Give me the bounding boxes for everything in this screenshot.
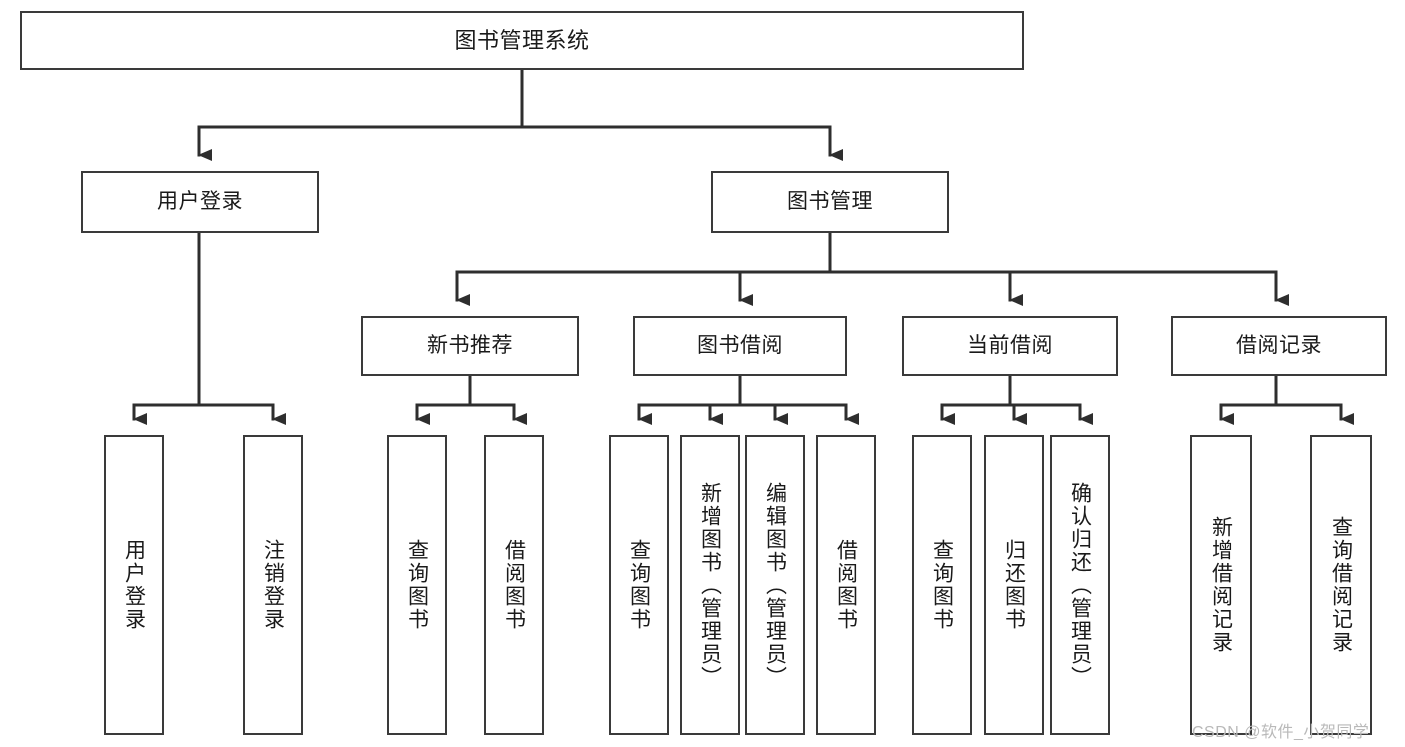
leaf-label: 查询图书 — [627, 539, 651, 631]
leaf-node-return-book[interactable]: 归还图书 — [984, 435, 1044, 735]
leaf-node-user-login[interactable]: 用户登录 — [104, 435, 164, 735]
leaf-label: 注销登录 — [261, 539, 285, 631]
leaf-node-logout[interactable]: 注销登录 — [243, 435, 303, 735]
leaf-label: 新增图书（管理员） — [698, 481, 722, 689]
node-user-login-label: 用户登录 — [157, 189, 243, 213]
node-new-book-recommend[interactable]: 新书推荐 — [361, 316, 579, 376]
leaf-label: 新增借阅记录 — [1209, 516, 1233, 654]
node-user-login[interactable]: 用户登录 — [81, 171, 319, 233]
leaf-node-add-borrow-record[interactable]: 新增借阅记录 — [1190, 435, 1252, 735]
node-book-borrow-label: 图书借阅 — [697, 333, 783, 357]
leaf-node-borrow-book-rec[interactable]: 借阅图书 — [484, 435, 544, 735]
leaf-node-edit-book-admin[interactable]: 编辑图书（管理员） — [745, 435, 805, 735]
leaf-label: 确认归还（管理员） — [1068, 481, 1092, 689]
leaf-node-query-book-current[interactable]: 查询图书 — [912, 435, 972, 735]
leaf-label: 查询图书 — [930, 539, 954, 631]
leaf-label: 借阅图书 — [502, 539, 526, 631]
node-new-book-recommend-label: 新书推荐 — [427, 333, 513, 357]
leaf-node-query-book-rec[interactable]: 查询图书 — [387, 435, 447, 735]
node-borrow-record[interactable]: 借阅记录 — [1171, 316, 1387, 376]
node-book-management-label: 图书管理 — [787, 189, 873, 213]
leaf-label: 借阅图书 — [834, 539, 858, 631]
node-current-borrow[interactable]: 当前借阅 — [902, 316, 1118, 376]
node-root-system[interactable]: 图书管理系统 — [20, 11, 1024, 70]
node-book-management[interactable]: 图书管理 — [711, 171, 949, 233]
leaf-label: 查询借阅记录 — [1329, 516, 1353, 654]
leaf-node-query-borrow-record[interactable]: 查询借阅记录 — [1310, 435, 1372, 735]
node-current-borrow-label: 当前借阅 — [967, 333, 1053, 357]
node-borrow-record-label: 借阅记录 — [1236, 333, 1322, 357]
node-root-label: 图书管理系统 — [454, 27, 590, 53]
node-book-borrow[interactable]: 图书借阅 — [633, 316, 847, 376]
leaf-node-borrow-book[interactable]: 借阅图书 — [816, 435, 876, 735]
leaf-node-query-book-borrow[interactable]: 查询图书 — [609, 435, 669, 735]
leaf-label: 编辑图书（管理员） — [763, 481, 787, 689]
leaf-label: 查询图书 — [405, 539, 429, 631]
csdn-watermark: CSDN @软件_小贺同学 — [1192, 724, 1370, 741]
leaf-node-add-book-admin[interactable]: 新增图书（管理员） — [680, 435, 740, 735]
leaf-label: 归还图书 — [1002, 539, 1026, 631]
leaf-label: 用户登录 — [122, 539, 146, 631]
leaf-node-confirm-return-admin[interactable]: 确认归还（管理员） — [1050, 435, 1110, 735]
